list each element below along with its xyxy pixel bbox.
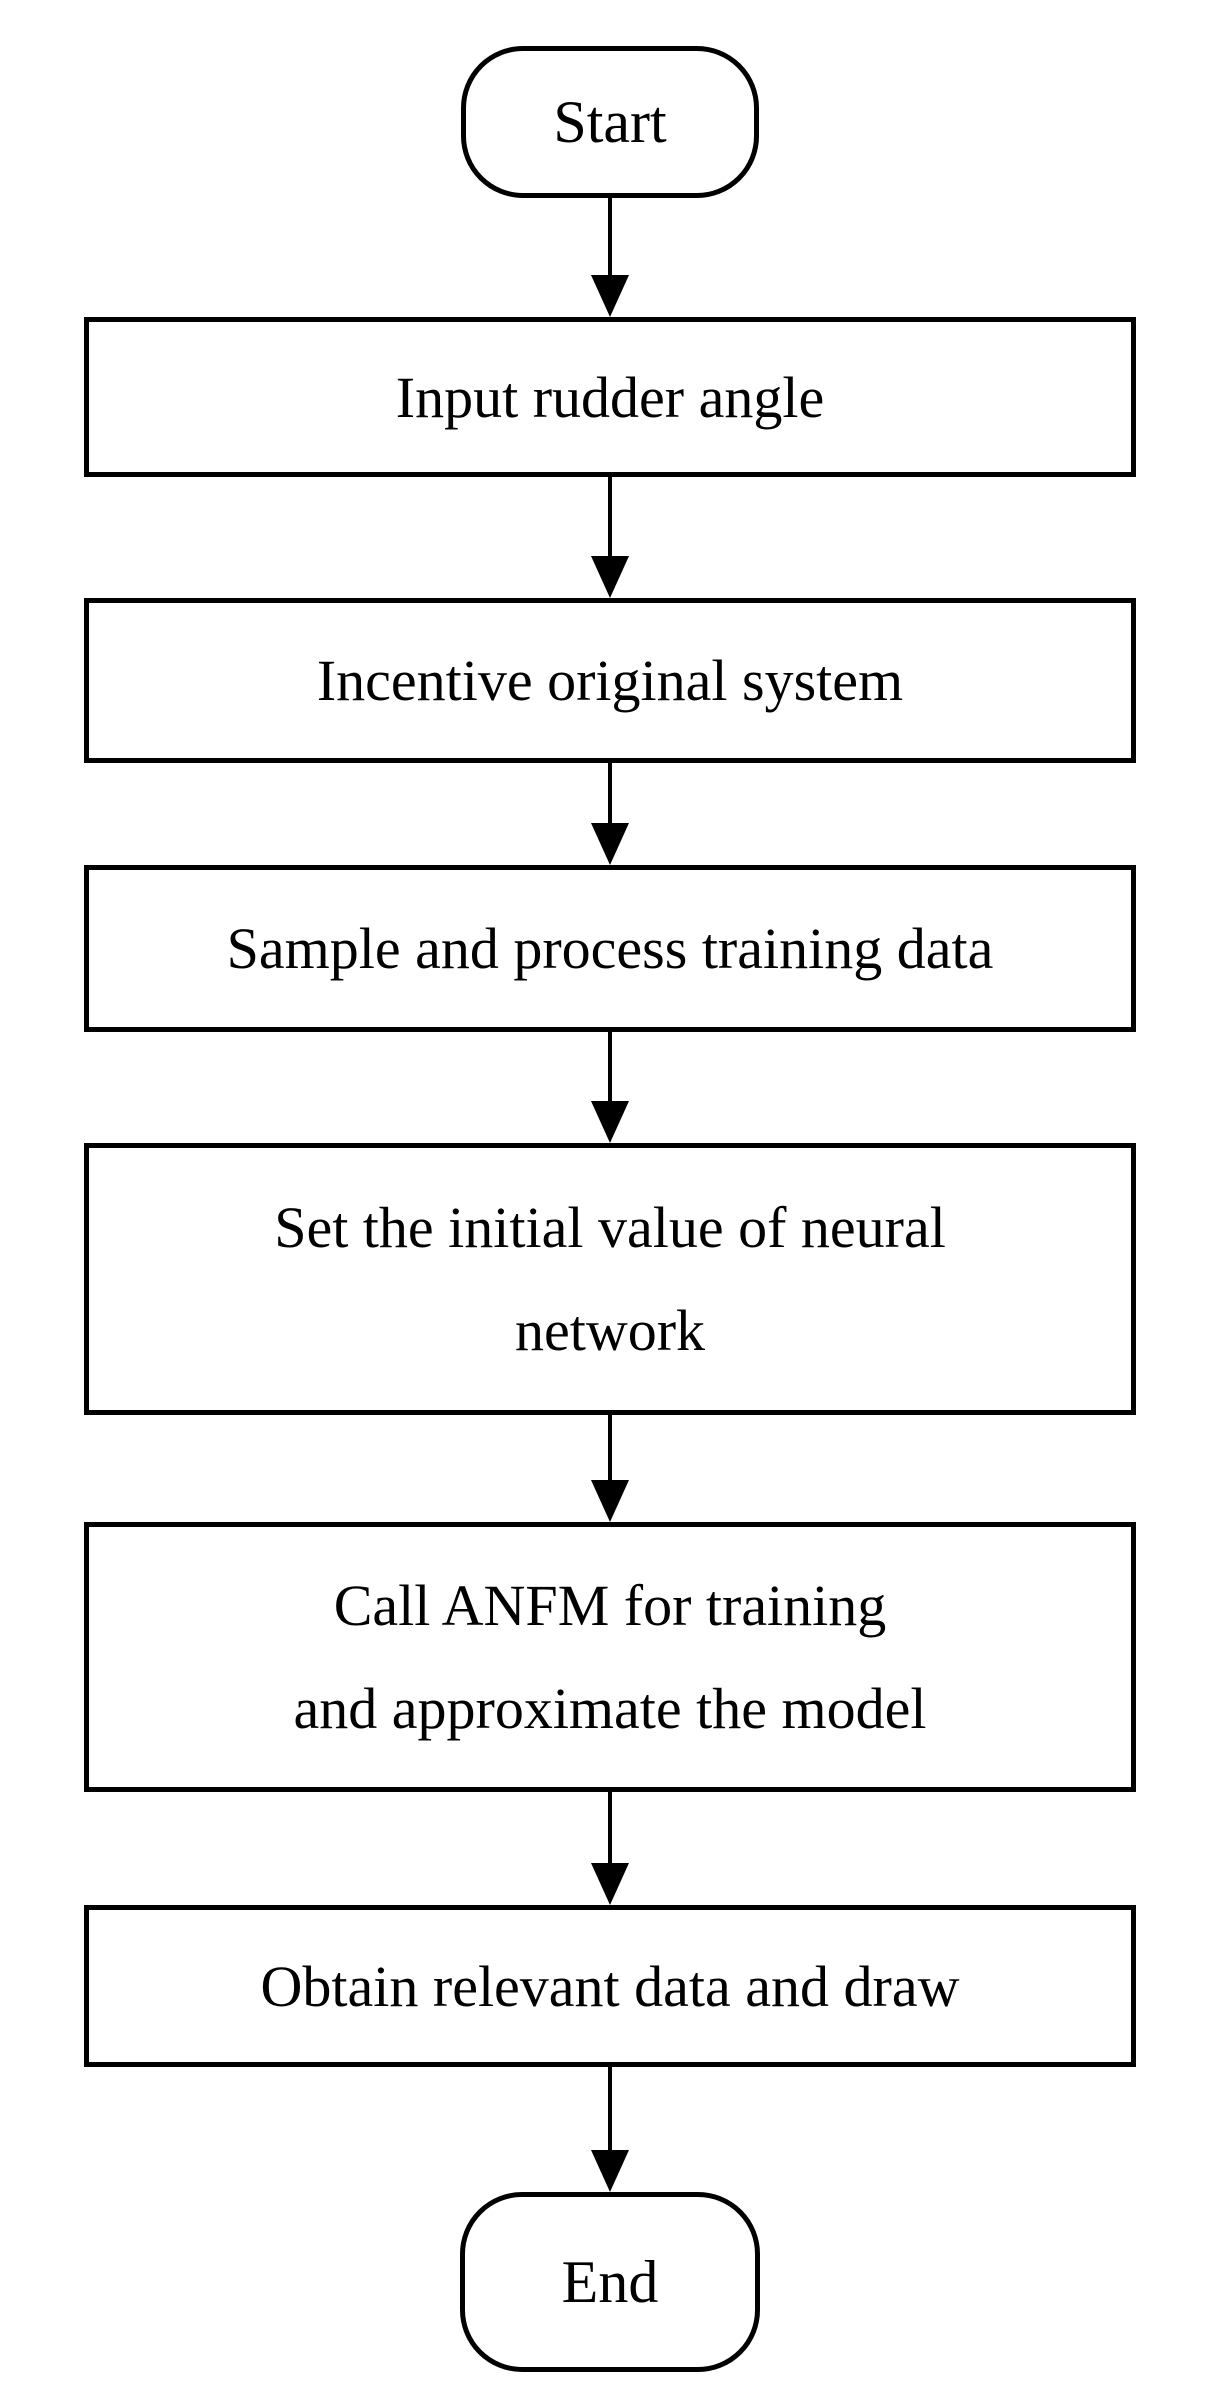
arrowhead-down-icon (591, 823, 629, 865)
node-set-initial-value-of-neural-network: Set the initial value of neural network (84, 1143, 1136, 1415)
arrow-incentive-original-system-to-sample-data (591, 763, 629, 865)
arrow-line (608, 2067, 612, 2150)
label-line-2: and approximate the model (293, 1676, 927, 1741)
arrowhead-down-icon (591, 556, 629, 598)
node-obtain-relevant-data-label: Obtain relevant data and draw (260, 1953, 960, 2019)
arrow-line (608, 1032, 612, 1101)
arrow-call-anfm-to-obtain-data (591, 1792, 629, 1905)
node-input-rudder-angle: Input rudder angle (84, 317, 1136, 477)
label-line-1: Call ANFM for training (333, 1572, 887, 1638)
node-call-anfm-for-training: Call ANFM for training and approximate t… (84, 1522, 1136, 1792)
label-line-1: Set the initial value of neural (274, 1194, 946, 1260)
arrowhead-down-icon (591, 1101, 629, 1143)
arrow-line (608, 1792, 612, 1863)
node-obtain-relevant-data-and-draw: Obtain relevant data and draw (84, 1905, 1136, 2067)
arrow-input-rudder-angle-to-incentive-original-system (591, 477, 629, 598)
node-start-label: Start (553, 88, 667, 155)
node-start: Start (461, 46, 759, 198)
node-call-anfm-label: Call ANFM for training and approximate t… (294, 1554, 927, 1760)
arrowhead-down-icon (591, 1480, 629, 1522)
arrowhead-down-icon (591, 275, 629, 317)
arrow-set-initial-value-to-call-anfm (591, 1415, 629, 1522)
arrowhead-down-icon (591, 2150, 629, 2192)
arrow-line (608, 763, 612, 823)
node-set-initial-value-label: Set the initial value of neural network (274, 1176, 946, 1382)
node-sample-and-process-training-data: Sample and process training data (84, 865, 1136, 1032)
arrow-line (608, 1415, 612, 1480)
arrow-obtain-data-to-end (591, 2067, 629, 2192)
node-sample-and-process-training-data-label: Sample and process training data (226, 916, 994, 981)
arrow-start-to-input-rudder-angle (591, 198, 629, 317)
arrow-line (608, 198, 612, 275)
node-end-label: End (561, 2248, 659, 2315)
arrow-sample-data-to-set-initial-value (591, 1032, 629, 1143)
arrowhead-down-icon (591, 1863, 629, 1905)
node-incentive-original-system: Incentive original system (84, 598, 1136, 763)
node-end: End (460, 2192, 760, 2372)
node-input-rudder-angle-label: Input rudder angle (395, 364, 825, 430)
node-incentive-original-system-label: Incentive original system (316, 648, 904, 713)
label-line-2: network (514, 1298, 706, 1363)
arrow-line (608, 477, 612, 556)
